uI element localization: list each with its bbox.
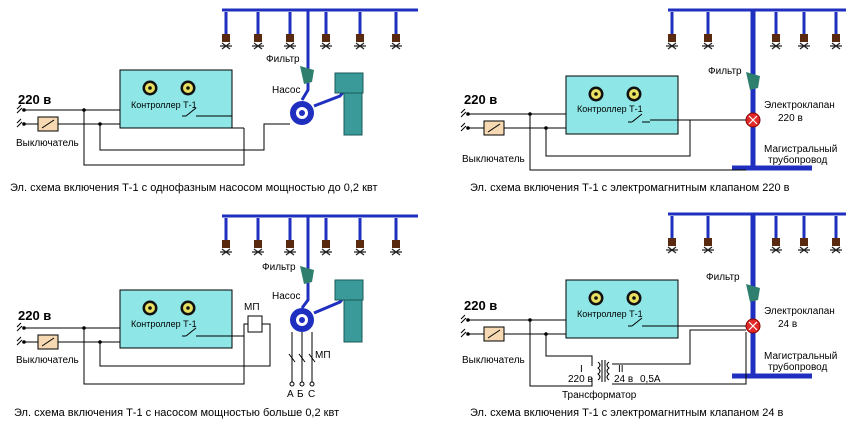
caption: Эл. схема включения Т-1 с электромагнитн… (470, 407, 784, 419)
pipeline-label: Магистральный (764, 351, 837, 362)
pipeline-label-2: трубопровод (768, 361, 828, 373)
transformer-secondary-voltage: 24 в (614, 374, 633, 385)
filter-icon (746, 284, 760, 302)
pump-label: Насос (272, 85, 300, 96)
starter-contacts-label: МП (315, 350, 331, 361)
switch-label: Выключатель (16, 138, 79, 149)
controller-label: Контроллер Т-1 (577, 309, 643, 319)
filter-icon (300, 66, 314, 84)
valve-voltage: 220 в (778, 113, 803, 124)
controller-label: Контроллер Т-1 (131, 100, 197, 110)
voltage-label: 220 в (18, 92, 51, 107)
voltage-label: 220 в (464, 92, 497, 107)
filter-label: Фильтр (266, 54, 300, 65)
controller-label: Контроллер Т-1 (131, 319, 197, 329)
diagram-pump-small (16, 8, 418, 166)
filter-icon (300, 266, 314, 284)
diagram-valve-24 (460, 212, 846, 387)
pump-icon (290, 308, 314, 332)
pipeline-label: Магистральный (764, 144, 837, 155)
switch-label: Выключатель (462, 154, 525, 165)
water-tank-icon (334, 279, 364, 343)
diagram-valve-220 (460, 8, 846, 171)
controller-label: Контроллер Т-1 (577, 104, 643, 114)
voltage-label: 220 в (18, 308, 51, 323)
diagram-pump-large (16, 214, 418, 387)
transformer-icon (597, 360, 610, 382)
caption: Эл. схема включения Т-1 с однофазным нас… (10, 182, 378, 194)
transformer-primary-winding: I (580, 364, 583, 375)
phase-b-label: Б (297, 389, 304, 400)
caption: Эл. схема включения Т-1 с насосом мощнос… (14, 407, 339, 419)
phase-c-label: С (308, 389, 315, 400)
switch-label: Выключатель (16, 355, 79, 366)
water-tank-icon (334, 72, 364, 136)
pump-label: Насос (272, 291, 300, 302)
valve-voltage: 24 в (778, 319, 797, 330)
caption: Эл. схема включения Т-1 с электромагнитн… (470, 182, 790, 194)
switch-label: Выключатель (462, 355, 525, 366)
transformer-secondary-winding: II (618, 364, 624, 375)
voltage-label: 220 в (464, 298, 497, 313)
pump-icon (290, 101, 314, 125)
pipeline-label-2: трубопровод (768, 154, 828, 166)
filter-label: Фильтр (708, 66, 742, 77)
transformer-label: Трансформатор (562, 389, 637, 401)
valve-icon (745, 112, 761, 128)
filter-label: Фильтр (262, 262, 296, 273)
valve-label: Электроклапан (764, 100, 835, 111)
filter-label: Фильтр (706, 272, 740, 283)
starter-label: МП (244, 302, 260, 313)
valve-label: Электроклапан (764, 306, 835, 317)
transformer-primary-voltage: 220 в (568, 374, 593, 385)
transformer-current: 0,5А (640, 374, 661, 385)
starter-coil-icon (247, 315, 263, 333)
valve-icon (745, 318, 761, 334)
filter-icon (746, 72, 760, 90)
phase-a-label: А (287, 389, 294, 400)
